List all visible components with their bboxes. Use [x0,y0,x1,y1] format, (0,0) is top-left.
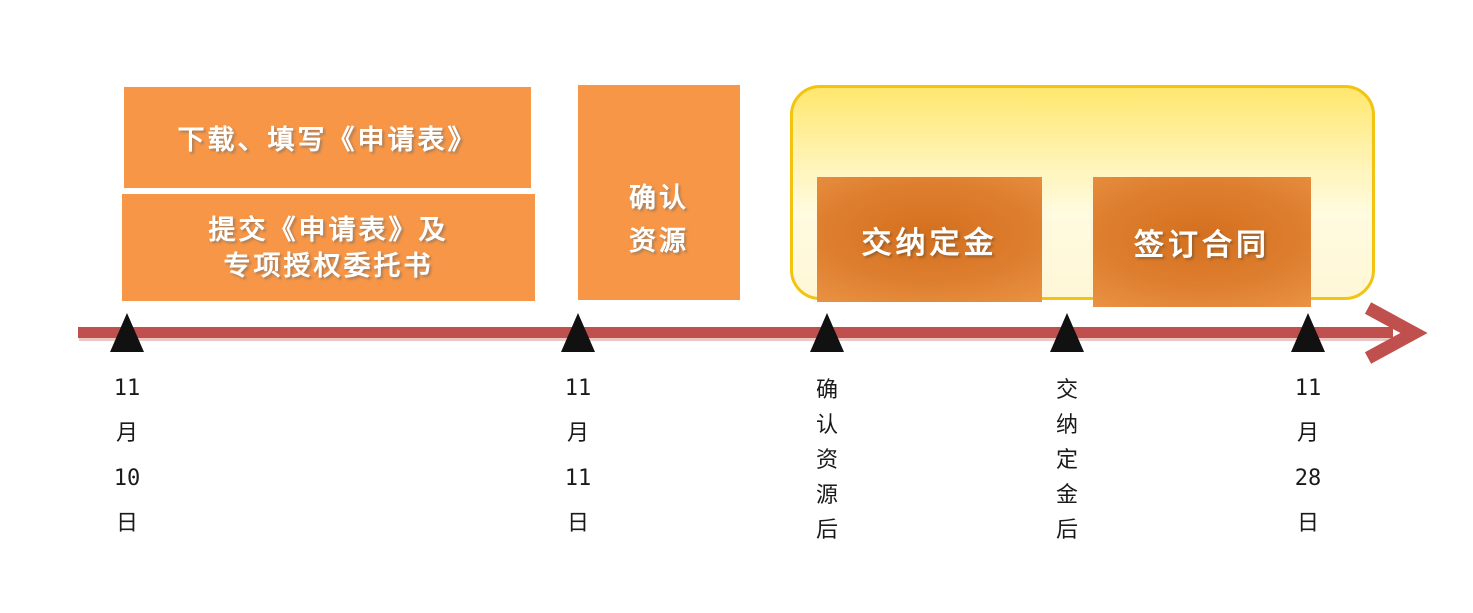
label-line: 后 [1055,518,1078,543]
milestone-marker-icon [1050,313,1084,352]
label-line: 源 [815,483,838,508]
step-label-line1: 提交《申请表》及 [208,214,449,245]
label-line: 月 [566,421,589,446]
step-label: 签订合同 [1134,229,1270,262]
step-box-pay-deposit: 交纳定金 [817,177,1042,302]
milestone-label-nov-28: 11 月 28 日 [1268,366,1348,546]
label-line: 后 [815,518,838,543]
milestone-marker-icon [1291,313,1325,352]
label-line: 认 [815,413,838,438]
label-line: 10 [113,466,141,491]
step-label-line2: 资源 [629,225,689,256]
label-line: 日 [115,511,138,536]
label-line: 月 [115,421,138,446]
label-line: 11 [113,376,141,401]
milestone-label-nov-10: 11 月 10 日 [87,366,167,546]
milestone-marker-icon [561,313,595,352]
step-label-line2: 专项授权委托书 [223,250,434,281]
label-line: 11 [564,376,592,401]
step-box-sign-contract: 签订合同 [1093,177,1311,307]
step-label: 交纳定金 [861,226,998,260]
label-line: 日 [566,511,589,536]
label-line: 交 [1055,378,1078,403]
label-line: 11 [1294,376,1322,401]
milestone-marker-icon [810,313,844,352]
step-box-download-form: 下载、填写《申请表》 [124,87,531,188]
label-line: 28 [1294,466,1322,491]
label-line: 定 [1055,448,1078,473]
milestone-label-nov-11: 11 月 11 日 [538,366,618,546]
milestone-label-after-confirm: 确 认 资 源 后 [787,373,867,548]
label-line: 确 [815,378,838,403]
step-label: 下载、填写《申请表》 [177,125,478,155]
timeline-arrow-shaft [78,327,1393,338]
label-line: 纳 [1055,413,1078,438]
label-line: 金 [1055,483,1078,508]
step-box-confirm-resource: 确认 资源 [578,85,740,300]
milestone-marker-icon [110,313,144,352]
step-box-submit-form: 提交《申请表》及 专项授权委托书 [122,194,535,301]
step-label-line1: 确认 [629,182,689,213]
label-line: 月 [1296,421,1319,446]
milestone-label-after-deposit: 交 纳 定 金 后 [1027,373,1107,548]
timeline-arrowhead-icon [1364,302,1428,364]
label-line: 资 [815,448,838,473]
label-line: 11 [564,466,592,491]
label-line: 日 [1296,511,1319,536]
